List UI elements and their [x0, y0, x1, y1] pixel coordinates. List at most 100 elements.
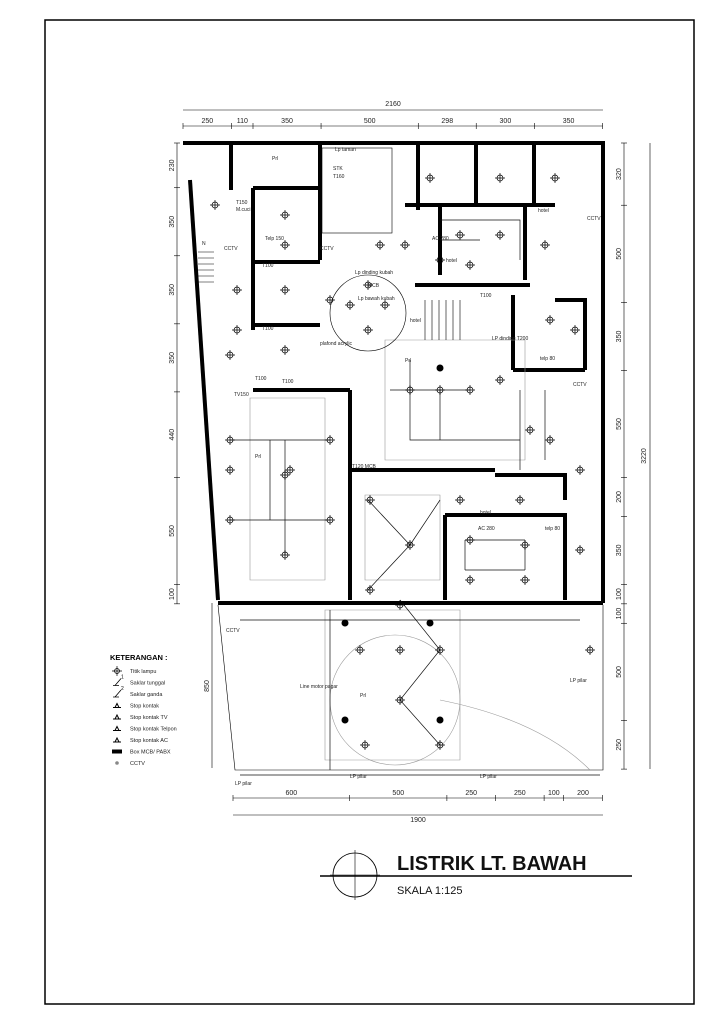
dimension-label: 350 — [169, 284, 176, 296]
legend-label: Stop kontak Telpon — [130, 727, 177, 733]
lamp-point-icon — [575, 545, 585, 555]
lamp-point-icon — [465, 535, 475, 545]
label-t120-mcb: T120 MCB — [352, 464, 377, 470]
lamp-point-icon — [455, 230, 465, 240]
legend-label: CCTV — [130, 761, 145, 767]
label-t100: T100 — [262, 326, 274, 332]
lamp-point-icon — [210, 200, 220, 210]
lamp-point-icon — [495, 230, 505, 240]
lamp-point-icon — [225, 350, 235, 360]
dimension-label: 110 — [237, 118, 248, 125]
label-t100: T100 — [282, 379, 294, 385]
lamp-point-icon — [225, 515, 235, 525]
label-t100: T100 — [255, 376, 267, 382]
dimension-label: 300 — [500, 118, 512, 125]
lamp-point-icon — [225, 435, 235, 445]
dimension-top-total: 2160 — [385, 101, 401, 108]
label-lp-taman: Lp taman — [335, 147, 356, 153]
dimension-label: 200 — [616, 491, 623, 503]
dimension-label: 350 — [616, 544, 623, 556]
label-ac: AC 280 — [432, 236, 449, 242]
label-lp-bawah-kubah: Lp bawah kubah — [358, 296, 395, 302]
label-cctv: CCTV — [320, 246, 334, 252]
label-cctv: CCTV — [224, 246, 238, 252]
legend-item: Titik lampu — [112, 666, 156, 676]
lamp-point-icon — [575, 465, 585, 475]
lamp-point-icon — [405, 385, 415, 395]
lamp-point-icon — [435, 385, 445, 395]
svg-text:1: 1 — [121, 675, 124, 681]
label-m-cuci: M.cuci — [236, 207, 250, 213]
lamp-point-icon — [280, 210, 290, 220]
label-prl: Prl — [360, 693, 366, 699]
label-hotel: hotel — [410, 318, 421, 324]
lamp-point-icon — [280, 240, 290, 250]
dimension-label: 100 — [169, 588, 176, 600]
drawing-scale: SKALA 1:125 — [397, 885, 462, 897]
dimension-label: 298 — [441, 118, 453, 125]
label-stk: STK — [333, 166, 343, 172]
wiring — [230, 219, 600, 776]
dimension-label: 250 — [514, 790, 526, 797]
lamp-point-icon — [435, 740, 445, 750]
lamp-point-icon — [280, 470, 290, 480]
dimension-label: 500 — [616, 248, 623, 260]
lamp-point-icon — [395, 600, 405, 610]
lamp-point-icon — [285, 465, 295, 475]
dimension-label: 850 — [204, 680, 211, 692]
pillar-markers — [341, 364, 444, 724]
lamp-point-icon — [585, 645, 595, 655]
legend-heading: KETERANGAN : — [110, 653, 168, 662]
label-plafond: plafond acrylic — [320, 341, 352, 347]
dimension-label: 250 — [465, 790, 477, 797]
lamp-point-icon — [365, 495, 375, 505]
single-switch-icon: 1 — [113, 675, 124, 686]
legend-label: Stop kontak TV — [130, 715, 168, 721]
label-telp: Telp 150 — [265, 236, 284, 242]
lamp-point-icon — [495, 375, 505, 385]
label-cctv: CCTV — [587, 216, 601, 222]
room-labels: Lp taman STK T160 T150 M.cuci Telp 150 C… — [202, 147, 601, 787]
lamp-point-icon — [515, 495, 525, 505]
lamp-point-icon — [232, 285, 242, 295]
label-prl: Prl — [255, 454, 261, 460]
legend-label: Stop kontak — [130, 704, 159, 710]
legend-label: Stop kontak AC — [130, 738, 168, 744]
title-block: LISTRIK LT. BAWAH SKALA 1:125 — [320, 850, 632, 900]
label-cctv: CCTV — [226, 628, 240, 634]
lamp-point-icon — [550, 173, 560, 183]
label-lp-pilar: LP pilar — [350, 774, 367, 780]
mcb-box-icon — [112, 749, 122, 754]
dimension-label: 100 — [616, 608, 623, 620]
dimension-label: 440 — [169, 429, 176, 441]
label-lp-dinding: LP dinding T200 — [492, 336, 528, 342]
lamp-point-icon — [405, 540, 415, 550]
dimension-label: 230 — [169, 159, 176, 171]
legend-item: Stop kontak — [113, 702, 159, 710]
lamp-point-icon — [363, 280, 373, 290]
lamp-point-icon — [455, 495, 465, 505]
svg-text:2: 2 — [121, 686, 124, 692]
dimension-label: 200 — [577, 790, 589, 797]
label-lp-pilar: LP pilar — [235, 781, 252, 787]
label-cctv: CCTV — [573, 382, 587, 388]
lamp-points — [210, 173, 595, 750]
lamp-point-icon — [325, 515, 335, 525]
dimension-label: 500 — [616, 666, 623, 678]
lamp-point-icon — [395, 695, 405, 705]
label-prl: Prl — [272, 156, 278, 162]
lamp-point-icon — [375, 240, 385, 250]
label-t100: T100 — [262, 263, 274, 269]
dimension-label: 350 — [169, 216, 176, 228]
label-line-motor: Line motor pagar — [300, 684, 338, 690]
lamp-point-icon — [495, 173, 505, 183]
label-t160: T160 — [333, 174, 345, 180]
pillar-light-icon — [436, 364, 444, 372]
legend-item: Stop kontak Telpon — [113, 725, 177, 733]
lamp-point-icon — [520, 540, 530, 550]
label-lp-dinding-kubah: Lp dinding kubah — [355, 270, 393, 276]
lamp-point-icon — [345, 300, 355, 310]
